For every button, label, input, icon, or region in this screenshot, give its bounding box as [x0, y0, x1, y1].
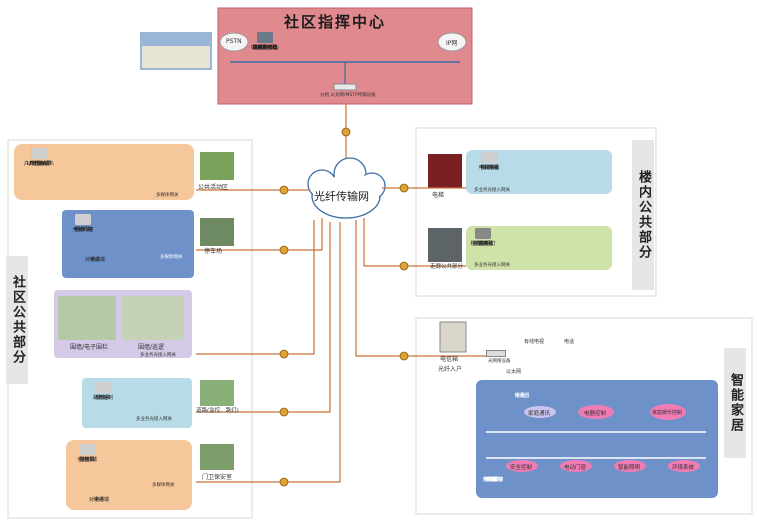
road-photo: [200, 380, 234, 406]
home-phone: 电话: [514, 393, 525, 399]
camera: 摄像头: [22, 148, 56, 167]
guard-tag: 门卫保安室: [202, 474, 233, 481]
parking-switch: 多媒体网关: [160, 255, 183, 260]
fiber-in-label: 光纤入户: [438, 366, 463, 373]
parking-photo: [200, 218, 234, 246]
corridor-tag: 走廊公共部分: [430, 264, 464, 270]
corridor-row: [466, 226, 612, 270]
fence-photo-2: [122, 296, 184, 340]
ont-device: [486, 350, 506, 357]
fence-caption-1: 围墙/电子围栏: [70, 344, 109, 351]
pstn-label: PSTN: [226, 38, 242, 45]
hub-security-label: 安全控制: [510, 465, 533, 471]
guard-phone: 电话: [93, 497, 104, 503]
parking-camera: 摄像头: [66, 214, 100, 233]
link-markers: [279, 127, 409, 487]
light-control: 灯控: [486, 477, 497, 483]
parking-intercom: 对讲终端: [84, 257, 105, 263]
telecom-box: [439, 321, 467, 353]
hub-lighting: [614, 460, 646, 472]
command-gateway-label: 分组 以太网/MSTP传输设备: [320, 93, 376, 98]
telecom-box-label: 电信箱: [440, 356, 459, 363]
elevator-dome-camera: 摄像头: [472, 152, 506, 171]
voice-server: 语音服务器: [248, 32, 282, 51]
building-public-heading: 楼内公共部分: [632, 140, 654, 290]
door-sensor: 门磁: [486, 477, 497, 483]
elevator-switch: 多业务光接入网关: [474, 188, 510, 193]
hub-appliance: [578, 405, 614, 419]
ip-label: IP网: [446, 40, 458, 47]
elevator-tag: 电梯: [432, 192, 445, 199]
home-water-heater: 热水器: [514, 393, 530, 399]
parking-phone: 电话: [89, 257, 100, 263]
cable-tv-label: 有线电视: [524, 339, 545, 345]
elevator-row: [466, 150, 612, 194]
ethernet-label: 以太网: [506, 369, 522, 375]
public-area-tag: 公共活动区: [198, 184, 229, 191]
guard-room-row: [66, 440, 192, 510]
fence-caption-2: 围墙/巡逻: [138, 344, 165, 351]
guard-photo: [200, 444, 234, 470]
pstn-cloud: [219, 32, 249, 52]
hub-environment-label: 环境系统: [672, 465, 695, 471]
hub-comm-label: 家庭通讯: [528, 411, 551, 417]
hub-entertainment-label: 家庭娱乐控制: [652, 410, 683, 416]
phone-label: 电话: [564, 339, 575, 345]
elevator-photo: [428, 154, 462, 188]
fence-photo-1: [58, 296, 116, 340]
community-public-heading: 社区公共部分: [6, 256, 28, 384]
guard-camera: 摄像头: [70, 444, 104, 463]
gas-detector: 燃气探测: [482, 477, 503, 483]
power-meter: 电表: [486, 477, 497, 483]
hub-security: [506, 460, 538, 472]
hub-entertainment: [650, 404, 686, 420]
public-area-photo: [200, 152, 234, 180]
command-gateway-device: [333, 83, 357, 91]
road-camera: 摄像头: [86, 382, 120, 401]
guard-intercom: 对讲终端: [88, 497, 109, 503]
corridor-switch: 多业务光接入网关: [474, 263, 510, 268]
fence-switch: 多业务光接入网关: [140, 353, 176, 358]
road-switch: 多业务光接入网关: [136, 417, 172, 422]
corridor-photo: [428, 228, 462, 262]
smart-home-heading: 智能家居: [724, 348, 746, 458]
fiber-links: [196, 104, 486, 483]
home-mobile: 手机: [514, 393, 525, 399]
road-tag: 道路(监控、路灯): [196, 408, 239, 414]
hub-environment: [668, 460, 700, 472]
hub-lighting-label: 智能照明: [618, 465, 641, 471]
hub-comm: [524, 406, 556, 418]
corridor-broadcast: 楼道广播: [470, 228, 496, 247]
ont-label: 光网络设备: [488, 359, 511, 364]
parking-tag: 停车场: [204, 248, 223, 255]
guard-switch: 多媒体网关: [152, 483, 175, 488]
hub-doors-label: 电动门窗: [564, 465, 587, 471]
ip-cloud: [437, 32, 467, 52]
parking-row: [62, 210, 194, 278]
motor-door: 电动门窗: [482, 477, 503, 483]
backbone-label: 光纤传输网: [314, 190, 369, 203]
hub-appliance-label: 电器控制: [584, 411, 607, 417]
hub-doors: [560, 460, 592, 472]
command-center-title: 社区指挥中心: [284, 13, 387, 31]
gas-meter: 燃气表: [484, 477, 500, 483]
motor-curtain: 电动窗帘: [482, 477, 503, 483]
public-activity-row: [14, 144, 194, 200]
fiber-cloud: [307, 157, 386, 219]
switch: 开关: [486, 477, 497, 483]
public-area-switch: 多媒体网关: [156, 193, 179, 198]
